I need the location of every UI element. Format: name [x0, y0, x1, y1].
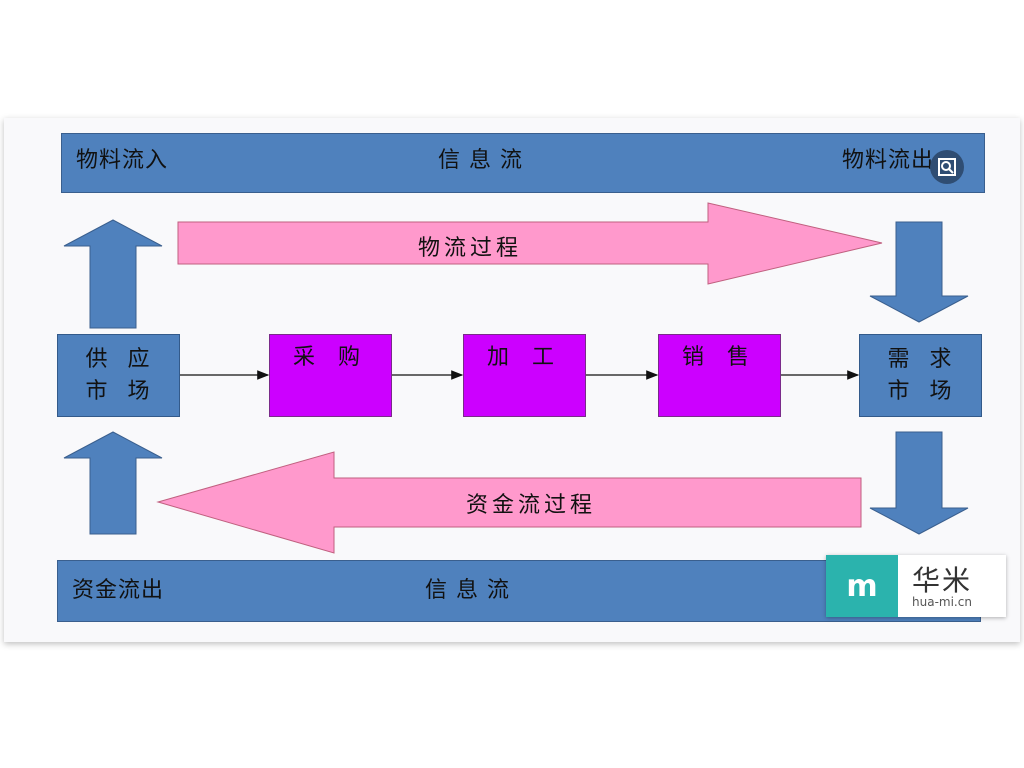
material-flow-label: 物流过程: [418, 236, 523, 261]
process-box-processing: 加 工: [463, 334, 586, 417]
process-label-sales: 销 售: [682, 345, 757, 370]
watermark-url: hua-mi.cn: [912, 595, 972, 609]
bottom-bar-left-label: 资金流出: [72, 578, 165, 603]
supply-market-label: 供 应 市 场: [85, 346, 152, 404]
process-box-procurement: 采 购: [269, 334, 392, 417]
bottom-bar-center-label: 信 息 流: [425, 578, 510, 603]
watermark-name: 华米: [912, 564, 973, 597]
top-info-bar: [61, 133, 985, 193]
fund-flow-label: 资金流过程: [466, 493, 597, 518]
top-bar-left-label: 物料流入: [76, 148, 169, 173]
watermark-badge: m 华米 hua-mi.cn: [826, 555, 1006, 617]
down-arrow-lower: [869, 431, 969, 535]
top-bar-center-label: 信 息 流: [438, 148, 523, 173]
zoom-icon[interactable]: [930, 150, 964, 184]
process-label-processing: 加 工: [487, 345, 562, 370]
supply-market-box: 供 应 市 场: [57, 334, 180, 417]
top-bar-right-label: 物料流出: [842, 148, 935, 173]
up-arrow-upper: [63, 219, 163, 329]
process-box-sales: 销 售: [658, 334, 781, 417]
demand-market-label: 需 求 市 场: [887, 346, 954, 404]
process-label-procurement: 采 购: [293, 345, 368, 370]
demand-market-box: 需 求 市 场: [859, 334, 982, 417]
down-arrow-upper: [869, 221, 969, 323]
material-flow-arrow: [177, 202, 883, 285]
up-arrow-lower: [63, 431, 163, 535]
watermark-logo: m: [826, 555, 898, 617]
fund-flow-arrow: [156, 451, 862, 554]
